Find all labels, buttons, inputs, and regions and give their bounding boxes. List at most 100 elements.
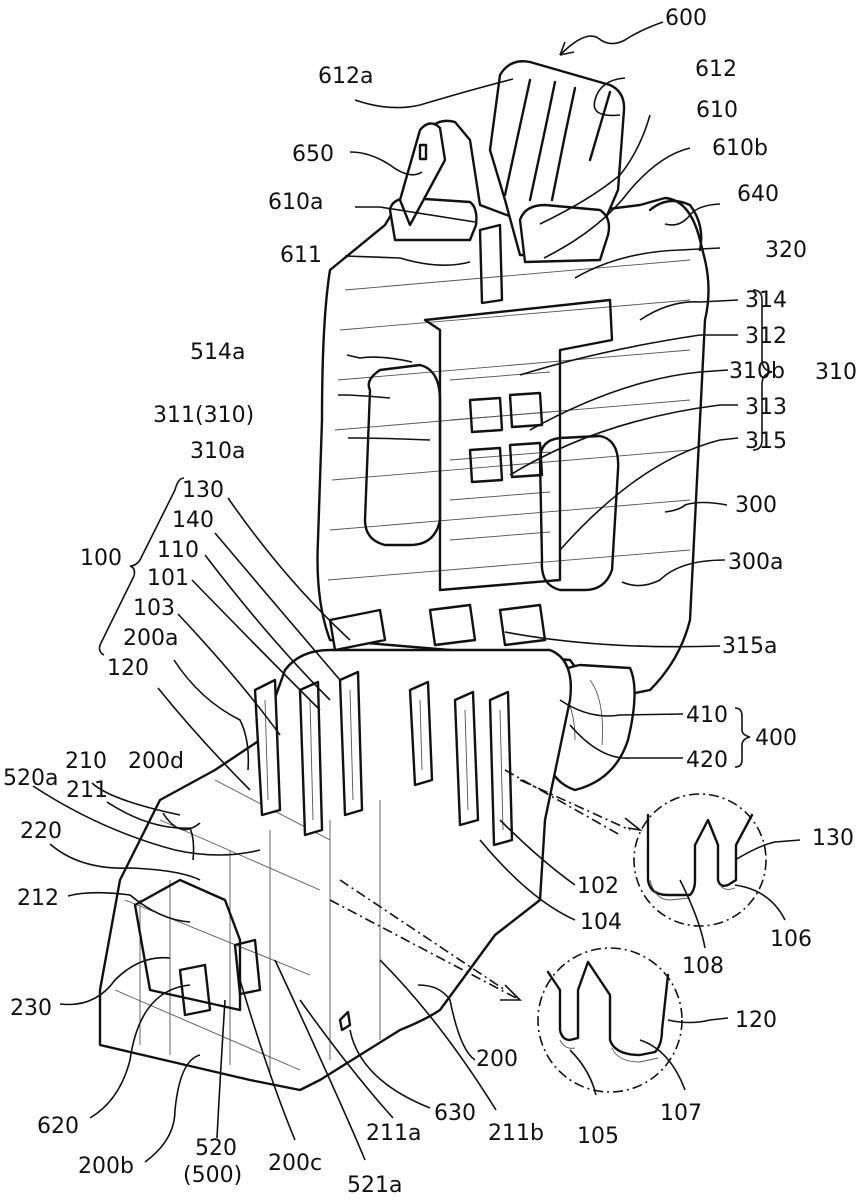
- label-120-detail: 120: [735, 1008, 777, 1033]
- label-650: 650: [292, 142, 334, 167]
- leader-610b: [543, 147, 691, 259]
- leader-640: [664, 203, 721, 226]
- block-620: [178, 963, 212, 1017]
- detail-circle-130: [504, 769, 767, 927]
- label-130: 130: [182, 478, 224, 503]
- pad-610b: [518, 203, 611, 264]
- leader-230: [59, 956, 171, 1006]
- label-314: 314: [745, 288, 787, 313]
- stem-611: [478, 223, 504, 305]
- label-200b: 200b: [78, 1154, 134, 1179]
- slot-520: [233, 938, 262, 996]
- label-200d: 200d: [128, 749, 184, 774]
- leader-310a: [348, 437, 431, 441]
- leader-314: [639, 299, 739, 321]
- leader-130b: [734, 839, 801, 861]
- leader-200: [417, 984, 476, 1061]
- label-106: 106: [770, 927, 812, 952]
- label-140: 140: [172, 508, 214, 533]
- leader-611: [344, 255, 471, 266]
- label-500: (500): [183, 1163, 242, 1188]
- label-313: 313: [745, 395, 787, 420]
- leader-212: [67, 891, 191, 923]
- leader-311: [338, 394, 391, 399]
- label-311-310: 311(310): [153, 403, 254, 428]
- leader-120b: [667, 1017, 729, 1024]
- leader-312: [519, 334, 738, 376]
- leader-650: [349, 151, 423, 176]
- label-101: 101: [147, 566, 189, 591]
- label-640: 640: [737, 182, 779, 207]
- leader-108: [679, 879, 706, 949]
- ear-650: [398, 122, 447, 227]
- label-200: 200: [476, 1047, 518, 1072]
- label-211: 211: [66, 778, 108, 803]
- window-521a: [338, 1010, 352, 1032]
- reference-labels: 600 612a 612 610 650 610b 610a 640 611 3…: [3, 6, 857, 1198]
- leader-420: [569, 724, 683, 759]
- label-211a: 211a: [366, 1121, 421, 1146]
- leader-220: [49, 843, 201, 881]
- detail-boundary-120: [537, 947, 683, 1093]
- label-600: 600: [665, 6, 707, 31]
- latch-315: [538, 434, 620, 592]
- leader-630: [349, 1029, 431, 1109]
- label-104: 104: [580, 910, 622, 935]
- leader-107: [639, 1039, 686, 1091]
- leader-110: [204, 554, 331, 701]
- leader-315: [559, 437, 739, 551]
- label-120: 120: [107, 656, 149, 681]
- leader-520a: [32, 785, 261, 856]
- leader-lines: [32, 21, 801, 1163]
- leader-610: [539, 114, 651, 225]
- label-102: 102: [577, 874, 619, 899]
- leader-313: [509, 404, 738, 476]
- detail-circle-120: [329, 879, 683, 1093]
- label-520: 520: [195, 1136, 237, 1161]
- leader-105: [569, 1049, 597, 1096]
- terminals-100: [253, 603, 547, 847]
- tab-640: [648, 199, 703, 252]
- leader-612: [593, 77, 626, 117]
- label-610b: 610b: [712, 136, 768, 161]
- leader-521a: [274, 959, 366, 1161]
- brace-310: [752, 289, 773, 451]
- label-320: 320: [765, 238, 807, 263]
- chamber-212: [133, 878, 242, 1012]
- label-514a: 514a: [190, 340, 245, 365]
- leader-200d: [162, 812, 201, 831]
- label-103: 103: [133, 596, 175, 621]
- label-310b: 310b: [729, 359, 785, 384]
- housing-200: [98, 648, 572, 1092]
- label-310a: 310a: [190, 439, 245, 464]
- leader-320: [574, 247, 721, 279]
- leader-520: [216, 999, 226, 1139]
- label-612: 612: [695, 57, 737, 82]
- leader-102: [499, 819, 576, 886]
- leader-200b: [144, 1054, 201, 1163]
- leader-130: [227, 497, 351, 641]
- label-220: 220: [20, 819, 62, 844]
- leader-620: [89, 984, 191, 1119]
- label-212: 212: [17, 886, 59, 911]
- leader-315a: [504, 631, 721, 648]
- leader-210: [91, 782, 181, 816]
- label-200c: 200c: [268, 1151, 322, 1176]
- label-521a: 521a: [347, 1173, 402, 1198]
- label-211b: 211b: [488, 1121, 544, 1146]
- leader-410: [559, 699, 684, 717]
- label-315a: 315a: [722, 634, 777, 659]
- handle-612: [388, 60, 626, 305]
- leader-514a: [346, 354, 413, 363]
- leader-211a: [299, 999, 394, 1119]
- label-200a: 200a: [123, 626, 178, 651]
- label-315: 315: [745, 429, 787, 454]
- leader-200a: [173, 659, 250, 771]
- leader-211b: [379, 959, 497, 1111]
- label-610: 610: [696, 98, 738, 123]
- label-620: 620: [37, 1114, 79, 1139]
- label-300a: 300a: [728, 550, 783, 575]
- leader-106: [734, 884, 786, 921]
- label-130-detail: 130: [812, 826, 854, 851]
